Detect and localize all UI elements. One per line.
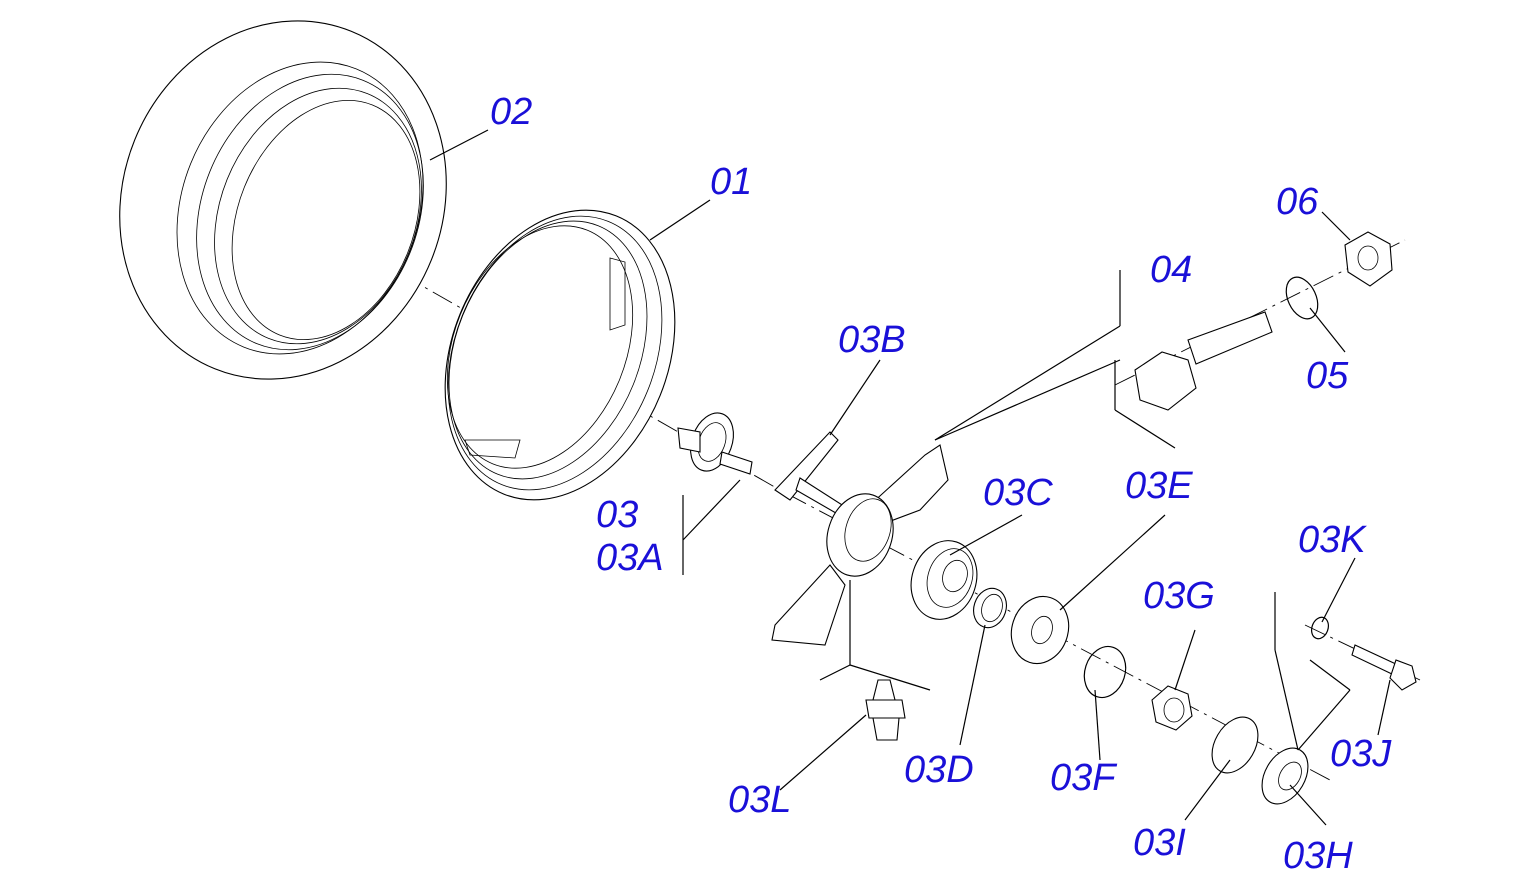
- label-03: 03: [596, 494, 638, 536]
- gasket-part: [1211, 716, 1259, 774]
- label-03c: 03C: [983, 472, 1053, 514]
- label-04: 04: [1150, 249, 1192, 291]
- label-03k: 03K: [1298, 519, 1367, 561]
- label-03e: 03E: [1125, 465, 1193, 507]
- label-05: 05: [1306, 355, 1349, 397]
- spring-washer-part: [1285, 276, 1319, 320]
- label-06: 06: [1276, 181, 1319, 223]
- leader-lines: [429, 129, 1391, 826]
- washer-part: [1010, 595, 1070, 665]
- part-labels: 02 01 03B 03C 03E 03 03A 04 05 06 03K 03…: [490, 91, 1392, 877]
- circlip-part: [1083, 645, 1127, 699]
- label-03a: 03A: [596, 537, 664, 579]
- cap-screw-part: [1351, 644, 1417, 691]
- lock-washer-small-part: [1310, 616, 1330, 640]
- hub-nut-part: [1151, 685, 1193, 731]
- label-03b: 03B: [838, 319, 906, 361]
- rim-part: [444, 209, 676, 501]
- main-nut-part: [1344, 231, 1393, 287]
- label-03g: 03G: [1143, 575, 1215, 617]
- label-03d: 03D: [904, 749, 974, 791]
- label-01: 01: [710, 161, 752, 203]
- grease-nipple-part: [865, 679, 906, 741]
- label-03i: 03I: [1133, 822, 1186, 864]
- seal-ring-part: [973, 587, 1007, 629]
- label-02: 02: [490, 91, 532, 133]
- hub-carrier-part: [771, 431, 949, 646]
- tire-part: [119, 20, 447, 380]
- label-03l: 03L: [728, 779, 791, 821]
- label-03f: 03F: [1050, 757, 1117, 799]
- hub-cap-part: [1261, 747, 1309, 805]
- axle-part: [677, 412, 753, 475]
- screw-axis: [1304, 624, 1421, 681]
- main-bolt-part: [1134, 311, 1273, 411]
- label-03j: 03J: [1330, 733, 1392, 775]
- label-03h: 03H: [1283, 835, 1353, 877]
- bearing-part: [910, 540, 978, 620]
